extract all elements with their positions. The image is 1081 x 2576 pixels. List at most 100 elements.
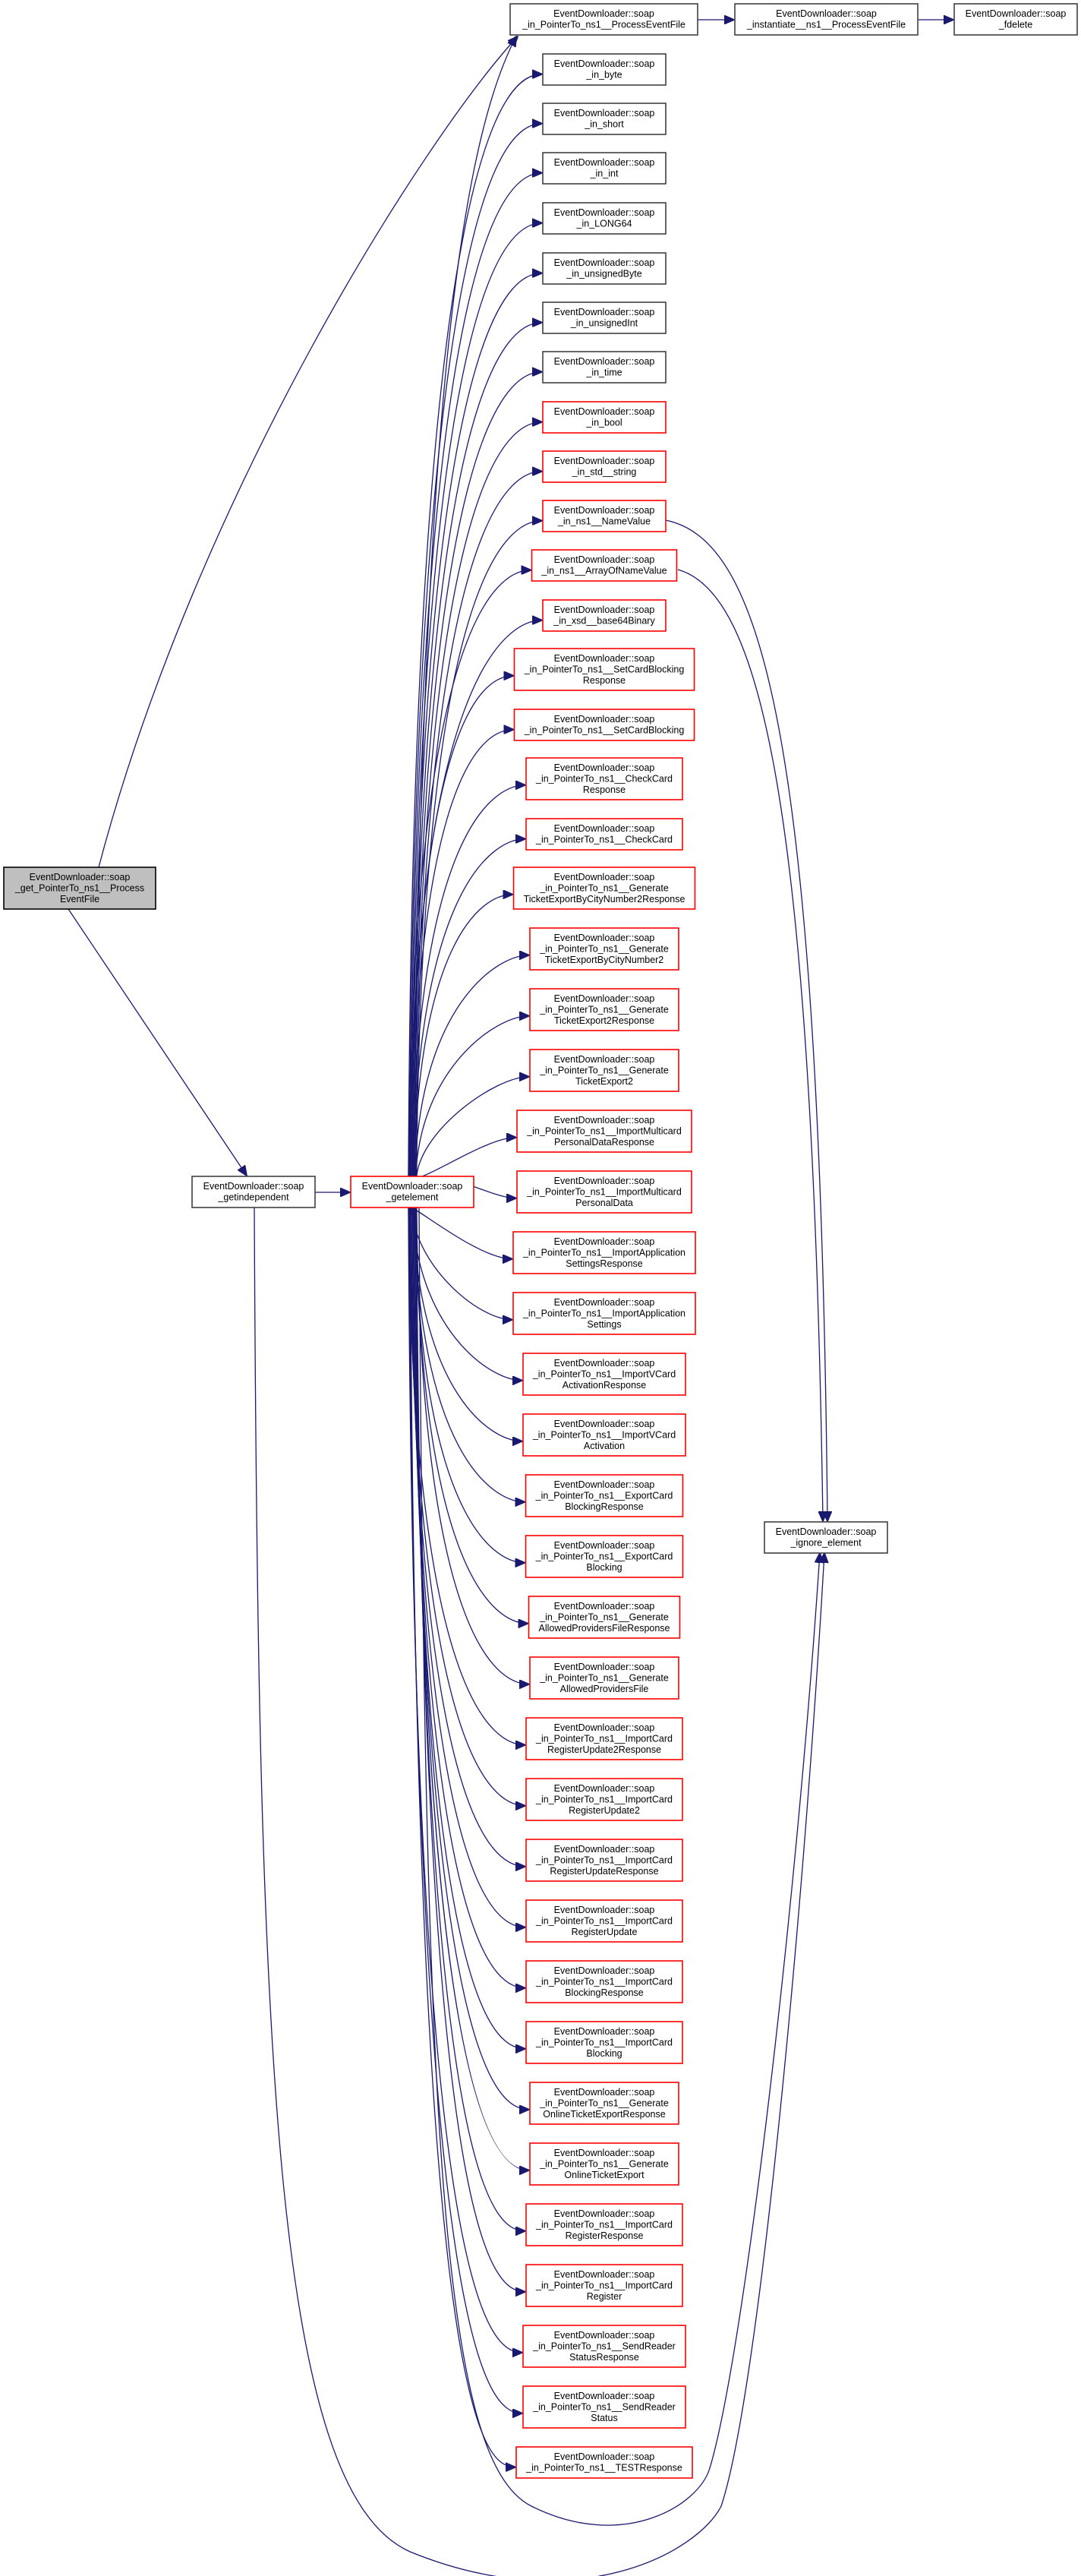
node-box: [525, 1717, 683, 1760]
node-label-line: PersonalData: [575, 1198, 633, 1208]
node-in-byte[interactable]: EventDownloader::soap_in_byte: [542, 53, 667, 86]
node-label-line: _in_PointerTo_ns1__ImportCard: [535, 1795, 673, 1805]
node-setcardblocking[interactable]: EventDownloader::soap_in_PointerTo_ns1__…: [513, 709, 695, 741]
node-in-unsignedbyte[interactable]: EventDownloader::soap_in_unsignedByte: [542, 252, 667, 285]
node-allowedprovidersfile[interactable]: EventDownloader::soap_in_PointerTo_ns1__…: [529, 1656, 679, 1700]
node-box: [516, 1170, 692, 1214]
node-sendreaderstatus-response[interactable]: EventDownloader::soap_in_PointerTo_ns1__…: [522, 2325, 686, 2368]
node-label: EventDownloader::soap_in_PointerTo_ns1__…: [532, 2330, 676, 2363]
node-label-line: _in_PointerTo_ns1__SetCardBlocking: [524, 665, 685, 675]
node-label-line: EventDownloader::soap: [554, 1115, 655, 1125]
node-sendreaderstatus[interactable]: EventDownloader::soap_in_PointerTo_ns1__…: [522, 2385, 686, 2429]
node-onlineticketexport[interactable]: EventDownloader::soap_in_PointerTo_ns1__…: [529, 2142, 679, 2186]
node-label-line: _in_PointerTo_ns1__Generate: [539, 1612, 669, 1623]
node-in-unsignedint[interactable]: EventDownloader::soap_in_unsignedInt: [542, 301, 667, 334]
node-fdelete[interactable]: EventDownloader::soap_fdelete: [953, 3, 1078, 36]
node-label: EventDownloader::soap_in_PointerTo_ns1__…: [522, 1297, 685, 1330]
call-edge-getelement-registerupdate-response: [409, 1207, 525, 1867]
call-edge-getelement-in-std-string: [414, 472, 542, 1177]
node-setcardblocking-response[interactable]: EventDownloader::soap_in_PointerTo_ns1__…: [513, 648, 695, 691]
node-root[interactable]: EventDownloader::soap_get_PointerTo_ns1_…: [3, 867, 156, 910]
node-label-line: _in_PointerTo_ns1__Generate: [539, 2098, 669, 2109]
node-label-line: _in_PointerTo_ns1__Generate: [539, 1065, 669, 1076]
node-ticketexport2[interactable]: EventDownloader::soap_in_PointerTo_ns1__…: [529, 1049, 679, 1092]
node-label-line: _in_PointerTo_ns1__ProcessEventFile: [522, 20, 685, 30]
node-in-short[interactable]: EventDownloader::soap_in_short: [542, 103, 667, 135]
node-label-line: EventDownloader::soap: [554, 1722, 655, 1733]
node-ignore-element[interactable]: EventDownloader::soap_ignore_element: [764, 1521, 888, 1554]
node-registerupdate2-response[interactable]: EventDownloader::soap_in_PointerTo_ns1__…: [525, 1717, 683, 1760]
node-label-line: _in_PointerTo_ns1__ImportMulticard: [526, 1126, 682, 1137]
node-label-line: EventDownloader::soap: [362, 1181, 463, 1192]
node-label-line: Activation: [584, 1441, 625, 1451]
node-multicardpersonaldata-response[interactable]: EventDownloader::soap_in_PointerTo_ns1__…: [516, 1110, 692, 1153]
node-in-long64[interactable]: EventDownloader::soap_in_LONG64: [542, 202, 667, 235]
node-getelement[interactable]: EventDownloader::soap_getelement: [350, 1176, 474, 1208]
call-edge-getelement-checkcard: [412, 839, 525, 1177]
node-label-line: StatusResponse: [569, 2352, 639, 2363]
node-exportcardblocking-response[interactable]: EventDownloader::soap_in_PointerTo_ns1__…: [525, 1474, 684, 1517]
node-label: EventDownloader::soap_in_PointerTo_ns1__…: [539, 1054, 669, 1087]
node-applicationsettings-response[interactable]: EventDownloader::soap_in_PointerTo_ns1__…: [512, 1231, 696, 1274]
node-label-line: EventDownloader::soap: [554, 406, 655, 417]
node-in-processeventfile[interactable]: EventDownloader::soap_in_PointerTo_ns1__…: [509, 3, 698, 36]
node-label-line: _in_PointerTo_ns1__ImportApplication: [522, 1248, 685, 1258]
node-getindependent[interactable]: EventDownloader::soap_getindependent: [191, 1176, 316, 1208]
node-in-std-string[interactable]: EventDownloader::soap_in_std__string: [542, 450, 667, 483]
node-box: [529, 2142, 679, 2186]
node-box: [513, 709, 695, 741]
node-ticketexportbycitynumber2-response[interactable]: EventDownloader::soap_in_PointerTo_ns1__…: [512, 867, 696, 910]
node-label: EventDownloader::soap_in_int: [554, 157, 655, 179]
node-cardregister[interactable]: EventDownloader::soap_in_PointerTo_ns1__…: [525, 2264, 683, 2307]
node-ticketexport2-response[interactable]: EventDownloader::soap_in_PointerTo_ns1__…: [529, 988, 679, 1031]
node-box: [516, 1110, 692, 1153]
node-allowedprovidersfile-response[interactable]: EventDownloader::soap_in_PointerTo_ns1__…: [528, 1596, 681, 1639]
node-checkcard[interactable]: EventDownloader::soap_in_PointerTo_ns1__…: [525, 818, 683, 851]
node-vcardactivation[interactable]: EventDownloader::soap_in_PointerTo_ns1__…: [522, 1413, 686, 1457]
node-label-line: EventDownloader::soap: [554, 2330, 655, 2341]
node-registerupdate2[interactable]: EventDownloader::soap_in_PointerTo_ns1__…: [525, 1778, 683, 1821]
node-in-namevalue[interactable]: EventDownloader::soap_in_ns1__NameValue: [542, 500, 667, 532]
node-test-response[interactable]: EventDownloader::soap_in_PointerTo_ns1__…: [515, 2446, 693, 2479]
node-label: EventDownloader::soap_in_PointerTo_ns1__…: [539, 1662, 669, 1694]
node-label-line: TicketExport2Response: [554, 1015, 654, 1026]
node-multicardpersonaldata[interactable]: EventDownloader::soap_in_PointerTo_ns1__…: [516, 1170, 692, 1214]
node-box: [522, 1353, 686, 1396]
node-label-line: _in_PointerTo_ns1__CheckCard: [535, 774, 673, 784]
node-label-line: Response: [583, 675, 626, 686]
node-onlineticketexport-response[interactable]: EventDownloader::soap_in_PointerTo_ns1__…: [529, 2082, 679, 2125]
node-label: EventDownloader::soap_in_PointerTo_ns1__…: [535, 1905, 673, 1937]
node-instantiate-processeventfile[interactable]: EventDownloader::soap_instantiate__ns1__…: [734, 3, 919, 36]
node-cardregister-response[interactable]: EventDownloader::soap_in_PointerTo_ns1__…: [525, 2203, 683, 2246]
node-label-line: _in_PointerTo_ns1__Generate: [539, 1673, 669, 1684]
node-applicationsettings[interactable]: EventDownloader::soap_in_PointerTo_ns1__…: [512, 1292, 696, 1335]
node-in-arrayofnamevalue[interactable]: EventDownloader::soap_in_ns1__ArrayOfNam…: [531, 549, 678, 582]
call-edge-getelement-ticketexport2: [416, 1077, 529, 1177]
node-box: [512, 867, 696, 910]
node-box: [3, 867, 156, 910]
node-label: EventDownloader::soap_in_PointerTo_ns1__…: [524, 872, 685, 904]
node-registerupdate[interactable]: EventDownloader::soap_in_PointerTo_ns1__…: [525, 1899, 683, 1943]
node-box: [542, 301, 667, 334]
call-edge-getelement-in-int: [409, 173, 542, 1177]
node-label-line: RegisterUpdate2: [569, 1805, 640, 1816]
node-in-time[interactable]: EventDownloader::soap_in_time: [542, 351, 667, 384]
node-importcardblocking-response[interactable]: EventDownloader::soap_in_PointerTo_ns1__…: [525, 1960, 683, 2003]
node-label: EventDownloader::soap_in_short: [554, 108, 655, 130]
node-label-line: _in_PointerTo_ns1__ImportCard: [535, 2038, 673, 2048]
node-registerupdate-response[interactable]: EventDownloader::soap_in_PointerTo_ns1__…: [525, 1839, 683, 1882]
node-label-line: OnlineTicketExportResponse: [543, 2109, 665, 2120]
node-label-line: _getindependent: [217, 1192, 289, 1203]
node-in-base64binary[interactable]: EventDownloader::soap_in_xsd__base64Bina…: [542, 599, 667, 632]
node-ticketexportbycitynumber2[interactable]: EventDownloader::soap_in_PointerTo_ns1__…: [529, 927, 679, 971]
call-edge-getelement-setcardblocking: [410, 730, 514, 1177]
node-label-line: EventDownloader::soap: [554, 2391, 655, 2401]
node-checkcard-response[interactable]: EventDownloader::soap_in_PointerTo_ns1__…: [525, 757, 683, 800]
node-vcardactivation-response[interactable]: EventDownloader::soap_in_PointerTo_ns1__…: [522, 1353, 686, 1396]
node-label: EventDownloader::soap_in_PointerTo_ns1__…: [535, 2208, 673, 2241]
node-in-int[interactable]: EventDownloader::soap_in_int: [542, 152, 667, 185]
node-in-bool[interactable]: EventDownloader::soap_in_bool: [542, 401, 667, 434]
node-importcardblocking[interactable]: EventDownloader::soap_in_PointerTo_ns1__…: [525, 2021, 683, 2064]
node-box: [525, 818, 683, 851]
node-exportcardblocking[interactable]: EventDownloader::soap_in_PointerTo_ns1__…: [525, 1535, 684, 1578]
